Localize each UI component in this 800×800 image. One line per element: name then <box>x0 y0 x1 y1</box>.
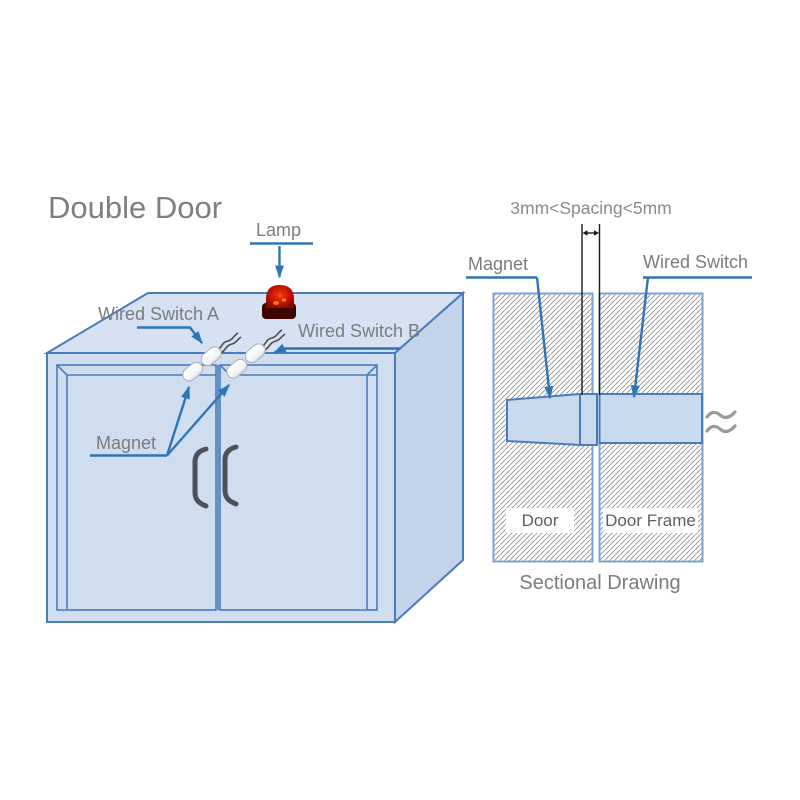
label-magnet-left-group: Magnet <box>90 384 230 457</box>
wired-switch-a-label: Wired Switch A <box>98 304 219 324</box>
door-left <box>56 364 217 611</box>
spacing-dimension <box>581 224 601 395</box>
door-handle-right-icon <box>222 444 239 507</box>
switch-assembly-b <box>226 329 286 379</box>
magnet-left-label: Magnet <box>96 433 156 453</box>
wired-switch-section-label: Wired Switch <box>643 252 748 272</box>
sectional-drawing: 3mm<Spacing<5mm Magnet Wired Switch Door… <box>466 198 752 594</box>
wired-switch-b-label: Wired Switch B <box>298 321 420 341</box>
door-tag: Door <box>506 508 574 533</box>
door-handle-left-icon <box>192 446 209 509</box>
wired-switch-b-arrow <box>272 343 400 355</box>
label-wired-switch-section-group: Wired Switch <box>630 252 752 399</box>
door-right <box>219 364 378 611</box>
cabinet-front-face <box>46 352 396 623</box>
cabinet-drawing <box>43 285 466 625</box>
magnet-arrow-b <box>166 384 230 457</box>
break-squiggle-icon <box>705 410 737 433</box>
door-tag-label: Door <box>522 511 559 530</box>
magnet-tip <box>579 393 598 446</box>
switch-a-capsules-icon <box>182 346 222 382</box>
label-wired-switch-a-group: Wired Switch A <box>98 304 219 345</box>
switch-assembly-a <box>182 332 242 382</box>
switch-b-wires-icon <box>261 329 286 351</box>
spacing-label: 3mm<Spacing<5mm <box>510 198 671 218</box>
wired-switch-piece <box>598 393 703 444</box>
magnet-piece <box>506 392 581 447</box>
wired-switch-section-arrow <box>630 277 650 399</box>
section-caption: Sectional Drawing <box>519 572 680 594</box>
label-magnet-section-group: Magnet <box>466 254 554 400</box>
page-title: Double Door <box>48 190 222 225</box>
dim-arrow-left-icon <box>582 230 588 236</box>
lamp-label: Lamp <box>256 220 301 240</box>
dim-arrow-right-icon <box>594 230 599 236</box>
door-frame-tag: Door Frame <box>603 508 698 533</box>
magnet-arrow-a <box>165 385 191 456</box>
magnet-section-arrow <box>535 277 554 400</box>
door-frame-tag-label: Door Frame <box>605 511 696 530</box>
alarm-lamp-icon <box>262 285 296 319</box>
label-wired-switch-b-group: Wired Switch B <box>272 321 420 355</box>
door-panel-lines <box>56 364 378 610</box>
magnet-section-label: Magnet <box>468 254 528 274</box>
door-handles <box>192 444 239 509</box>
wired-switch-a-arrow <box>137 326 203 345</box>
switch-a-wires-icon <box>217 332 242 354</box>
label-lamp-group: Lamp <box>250 220 313 279</box>
switch-b-capsules-icon <box>226 343 266 379</box>
